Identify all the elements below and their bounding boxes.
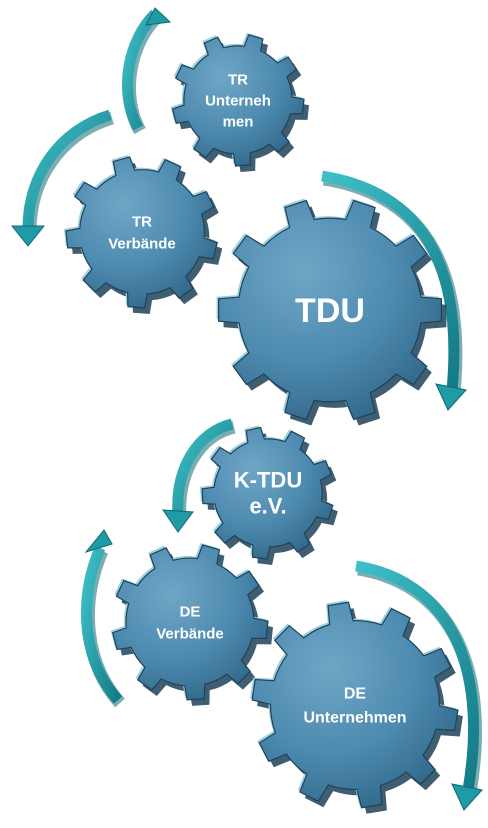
gear-tdu: TDU xyxy=(216,198,447,426)
gear-label: TDU xyxy=(295,292,365,330)
arrowhead-icon xyxy=(162,509,194,533)
arrowhead-icon xyxy=(84,529,113,553)
gear-label: Verbände xyxy=(108,235,176,252)
gear-label: Verbände xyxy=(156,625,224,642)
gear-icon xyxy=(111,544,269,701)
arrow-k-tdu-left xyxy=(162,418,236,533)
gear-de-unternehmen: DE Unternehmen xyxy=(250,600,463,814)
gear-icon xyxy=(65,156,219,309)
gear-icon xyxy=(251,601,459,809)
gear-label: DE xyxy=(344,686,367,703)
arrow-de-unternehmen-right xyxy=(355,560,483,811)
gear-tr-unternehmen: TR Unterneh men xyxy=(170,32,309,173)
gear-icon xyxy=(171,34,305,167)
gear-icon xyxy=(218,199,442,421)
gear-label: Unternehmen xyxy=(303,710,406,727)
gear-tr-verbaende: TR Verbände xyxy=(64,155,223,314)
arrow-tdu-right xyxy=(321,170,467,411)
gear-label: e.V. xyxy=(249,494,286,519)
arrowhead-icon xyxy=(145,7,172,26)
gear-label: TR xyxy=(228,71,248,88)
gear-label: K-TDU xyxy=(234,468,302,493)
gear-label: Unterneh xyxy=(205,92,271,109)
gear-de-verbaende: DE Verbände xyxy=(110,543,273,706)
arrow-tr-verbaende-left xyxy=(10,109,115,247)
gear-icon xyxy=(201,426,334,560)
gear-label: men xyxy=(223,113,254,130)
arrow-tr-unternehmen-up xyxy=(122,7,172,135)
gear-label: DE xyxy=(180,603,201,620)
arrowhead-icon xyxy=(451,783,483,811)
arrowhead-icon xyxy=(435,383,467,411)
arrowhead-icon xyxy=(10,225,46,247)
arrow-de-verbaende-up xyxy=(81,529,125,708)
gear-label: TR xyxy=(132,213,152,230)
